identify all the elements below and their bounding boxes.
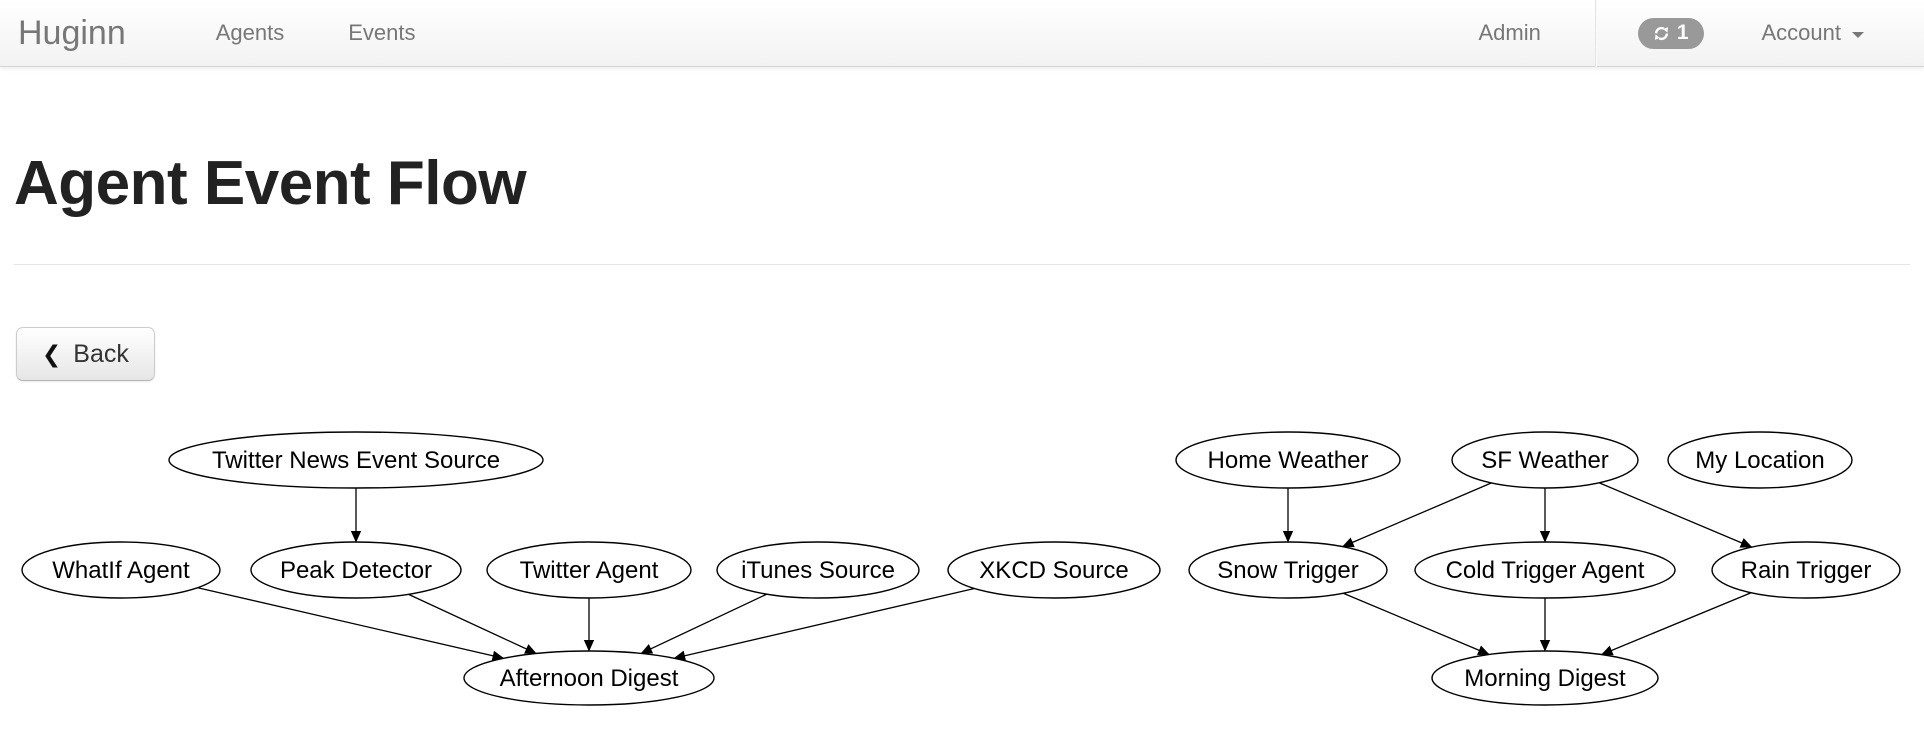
chevron-down-icon — [1852, 31, 1864, 38]
node-twitter-agent — [486, 541, 692, 599]
node-morning-digest — [1431, 650, 1659, 706]
node-label-twitter-agent: Twitter Agent — [520, 557, 659, 584]
page-title: Agent Event Flow — [14, 149, 527, 218]
edge-sf-weather-to-rain-trigger — [1598, 482, 1753, 548]
admin-link[interactable]: Admin — [1478, 20, 1541, 45]
node-my-location — [1667, 431, 1853, 489]
nav-item-events[interactable]: Events — [348, 20, 416, 45]
node-label-my-location: My Location — [1695, 447, 1824, 474]
edge-whatif-agent-to-afternoon-digest — [197, 587, 505, 661]
node-snow-trigger — [1188, 541, 1388, 599]
node-xkcd-source — [947, 541, 1161, 599]
title-rule — [14, 264, 1910, 265]
edge-snow-trigger-to-morning-digest — [1343, 592, 1490, 656]
edge-xkcd-source-to-afternoon-digest — [673, 587, 975, 661]
node-itunes-source — [716, 541, 920, 599]
node-sf-weather — [1451, 431, 1639, 489]
node-rain-trigger — [1711, 541, 1901, 599]
nav-item-agents[interactable]: Agents — [215, 20, 285, 45]
worker-badge-count: 1 — [1676, 21, 1689, 44]
node-label-afternoon-digest: Afternoon Digest — [500, 665, 679, 692]
node-whatif-agent — [21, 541, 221, 599]
edge-itunes-source-to-afternoon-digest — [640, 593, 768, 655]
node-afternoon-digest — [463, 650, 715, 706]
node-label-morning-digest: Morning Digest — [1464, 665, 1626, 692]
back-button-label: Back — [73, 339, 129, 368]
navbar-right: Admin 1 Account — [1478, 0, 1864, 67]
worker-status-badge[interactable]: 1 — [1637, 17, 1704, 49]
node-label-twitter-news-event-source: Twitter News Event Source — [212, 447, 500, 474]
node-home-weather — [1175, 431, 1401, 489]
edge-peak-detector-to-afternoon-digest — [408, 593, 537, 655]
refresh-icon — [1653, 25, 1670, 42]
node-label-home-weather: Home Weather — [1208, 447, 1369, 474]
navbar-divider — [1594, 0, 1596, 67]
brand-link[interactable]: Huginn — [18, 13, 126, 52]
node-label-whatif-agent: WhatIf Agent — [52, 557, 190, 584]
node-label-xkcd-source: XKCD Source — [979, 557, 1128, 584]
edge-rain-trigger-to-morning-digest — [1600, 592, 1752, 656]
account-menu[interactable]: Account — [1761, 20, 1864, 46]
node-peak-detector — [250, 541, 462, 599]
node-label-cold-trigger-agent: Cold Trigger Agent — [1446, 557, 1645, 584]
node-label-peak-detector: Peak Detector — [280, 557, 432, 584]
node-label-rain-trigger: Rain Trigger — [1741, 557, 1872, 584]
node-twitter-news-event-source — [168, 431, 544, 489]
back-button[interactable]: ❮ Back — [16, 327, 155, 381]
node-label-sf-weather: SF Weather — [1481, 447, 1609, 474]
node-label-itunes-source: iTunes Source — [741, 557, 895, 584]
account-menu-label: Account — [1761, 20, 1842, 45]
navbar: Huginn Agents Events Admin 1 Account — [0, 0, 1924, 67]
node-cold-trigger-agent — [1414, 541, 1676, 599]
node-label-snow-trigger: Snow Trigger — [1217, 557, 1358, 584]
edge-sf-weather-to-snow-trigger — [1341, 482, 1492, 548]
chevron-left-icon: ❮ — [42, 340, 62, 367]
